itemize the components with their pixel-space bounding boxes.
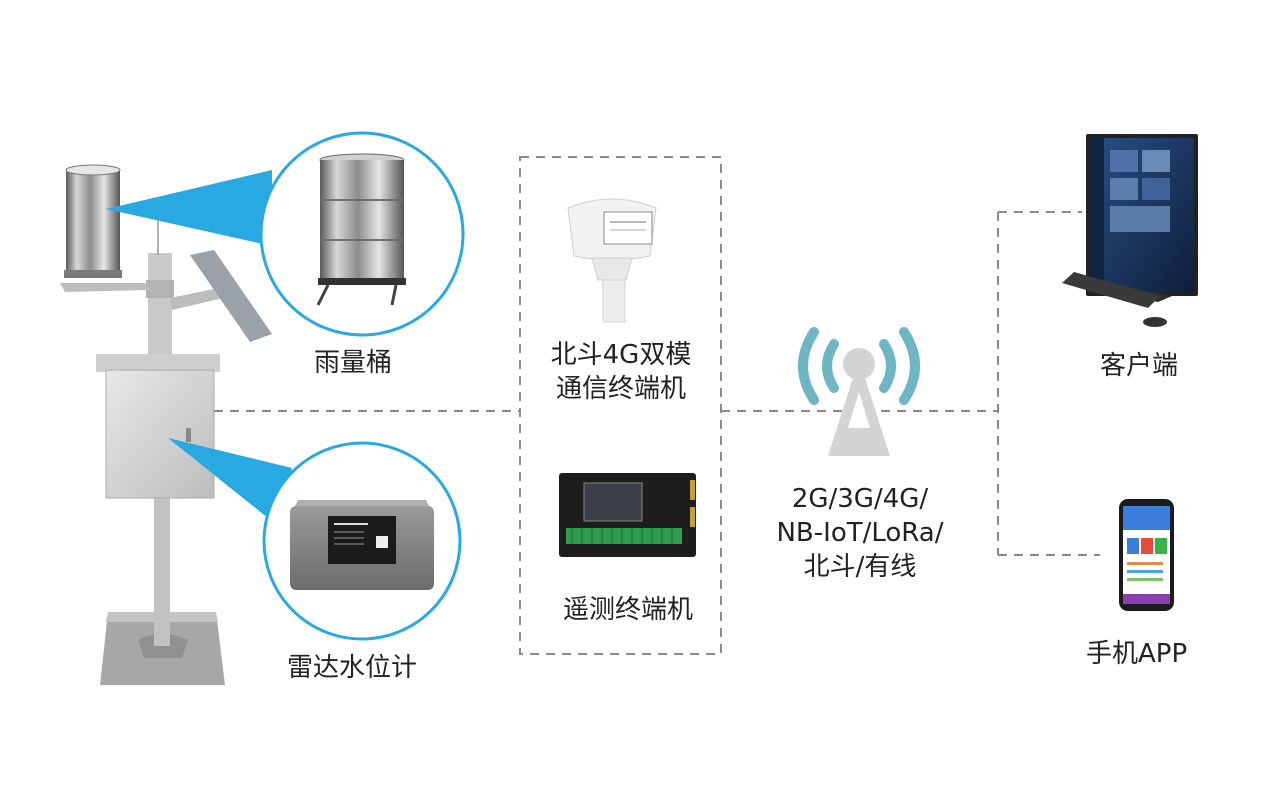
label-beidou-line2: 通信终端机 [555,374,686,404]
monitoring-station [60,164,272,685]
label-client: 客户端 [1100,351,1179,381]
beidou-antenna-image [567,198,657,323]
radar-gauge-pointer [168,438,292,526]
label-network-line2: NB-IoT/LoRa/ [776,518,944,548]
rain-bucket-small [64,164,122,278]
dashed-connectors [214,156,1100,655]
desktop-monitor-icon [1062,134,1198,327]
terminal-group-frame [519,156,722,655]
rain-bucket-image [316,153,406,306]
label-rain-bucket: 雨量桶 [314,348,393,378]
mobile-phone-icon [1119,499,1174,611]
label-radar-gauge: 雷达水位计 [287,653,418,683]
label-mobile-app: 手机APP [1086,639,1188,669]
rain-bucket-callout [106,131,465,337]
signal-tower-icon [798,327,920,456]
label-rtu: 遥测终端机 [563,595,694,625]
label-network-types: 2G/3G/4G/ NB-IoT/LoRa/ 北斗/有线 [772,482,948,584]
label-beidou-line1: 北斗4G双模 [550,340,692,370]
control-cabinet [96,354,220,499]
label-network-line3: 北斗/有线 [803,552,917,582]
rain-bucket-pointer [106,170,272,246]
radar-gauge-image [290,500,434,590]
label-beidou-terminal: 北斗4G双模 通信终端机 [540,338,702,406]
radar-gauge-callout [168,438,462,641]
rtu-image [559,473,696,557]
label-network-line1: 2G/3G/4G/ [791,484,929,514]
